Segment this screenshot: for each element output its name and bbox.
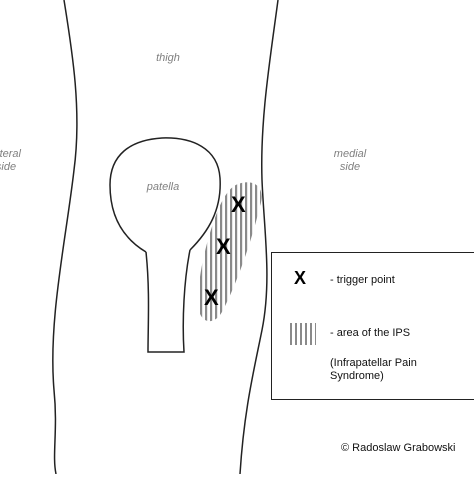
medial-side-label: medial side — [325, 148, 375, 174]
legend-trigger-symbol: X — [294, 268, 307, 288]
thigh-label: thigh — [156, 52, 180, 64]
legend-trigger-label: - trigger point — [330, 274, 395, 286]
legend-hatch-swatch — [290, 323, 316, 345]
lateral-label-line1: lateral — [0, 148, 21, 160]
legend-box: X - trigger point - area of the IPS (Inf… — [271, 252, 474, 400]
leg-left-outline — [52, 0, 78, 475]
trigger-point-mark: X — [204, 285, 219, 310]
patella-label: patella — [146, 181, 180, 193]
lateral-side-label: lateral side — [0, 148, 26, 174]
lateral-label-line2: side — [0, 161, 17, 173]
trigger-point-mark: X — [216, 234, 231, 259]
legend-ips-line1: (Infrapatellar Pain — [330, 357, 417, 369]
legend-ips-line2: Syndrome) — [330, 370, 384, 382]
medial-label-line1: medial — [333, 148, 367, 160]
patella-outline — [109, 137, 221, 253]
trigger-point-mark: X — [231, 192, 246, 217]
ips-hatched-area — [197, 182, 262, 322]
legend-area-label: - area of the IPS — [330, 327, 411, 339]
medial-label-line2: side — [339, 161, 361, 173]
copyright-notice: © Radoslaw Grabowski — [341, 442, 456, 454]
patellar-tendon-outline — [145, 249, 191, 353]
leg-right-outline — [239, 0, 279, 475]
